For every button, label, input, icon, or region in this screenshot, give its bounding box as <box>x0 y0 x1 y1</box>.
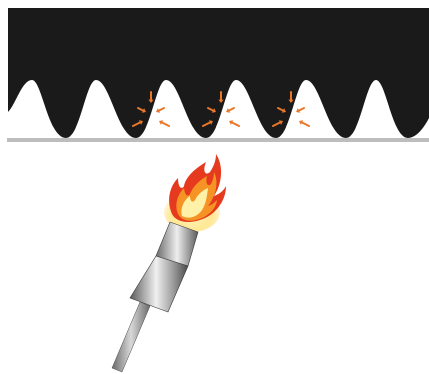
heat-arrow-3-mid-right-shaft <box>299 108 304 110</box>
torch-body <box>130 256 188 312</box>
heat-arrow-2-mid-right-shaft <box>229 108 234 110</box>
torch-rod <box>112 302 150 372</box>
heat-arrow-1-low-right-shaft <box>162 123 169 126</box>
heat-arrow-1-mid-right-shaft <box>159 108 164 110</box>
heat-arrow-2-low-right-shaft <box>232 123 239 126</box>
groove-profile <box>8 8 429 138</box>
surface-line <box>7 138 429 142</box>
torch <box>112 154 226 372</box>
heat-arrow-3-low-right-shaft <box>302 123 309 126</box>
